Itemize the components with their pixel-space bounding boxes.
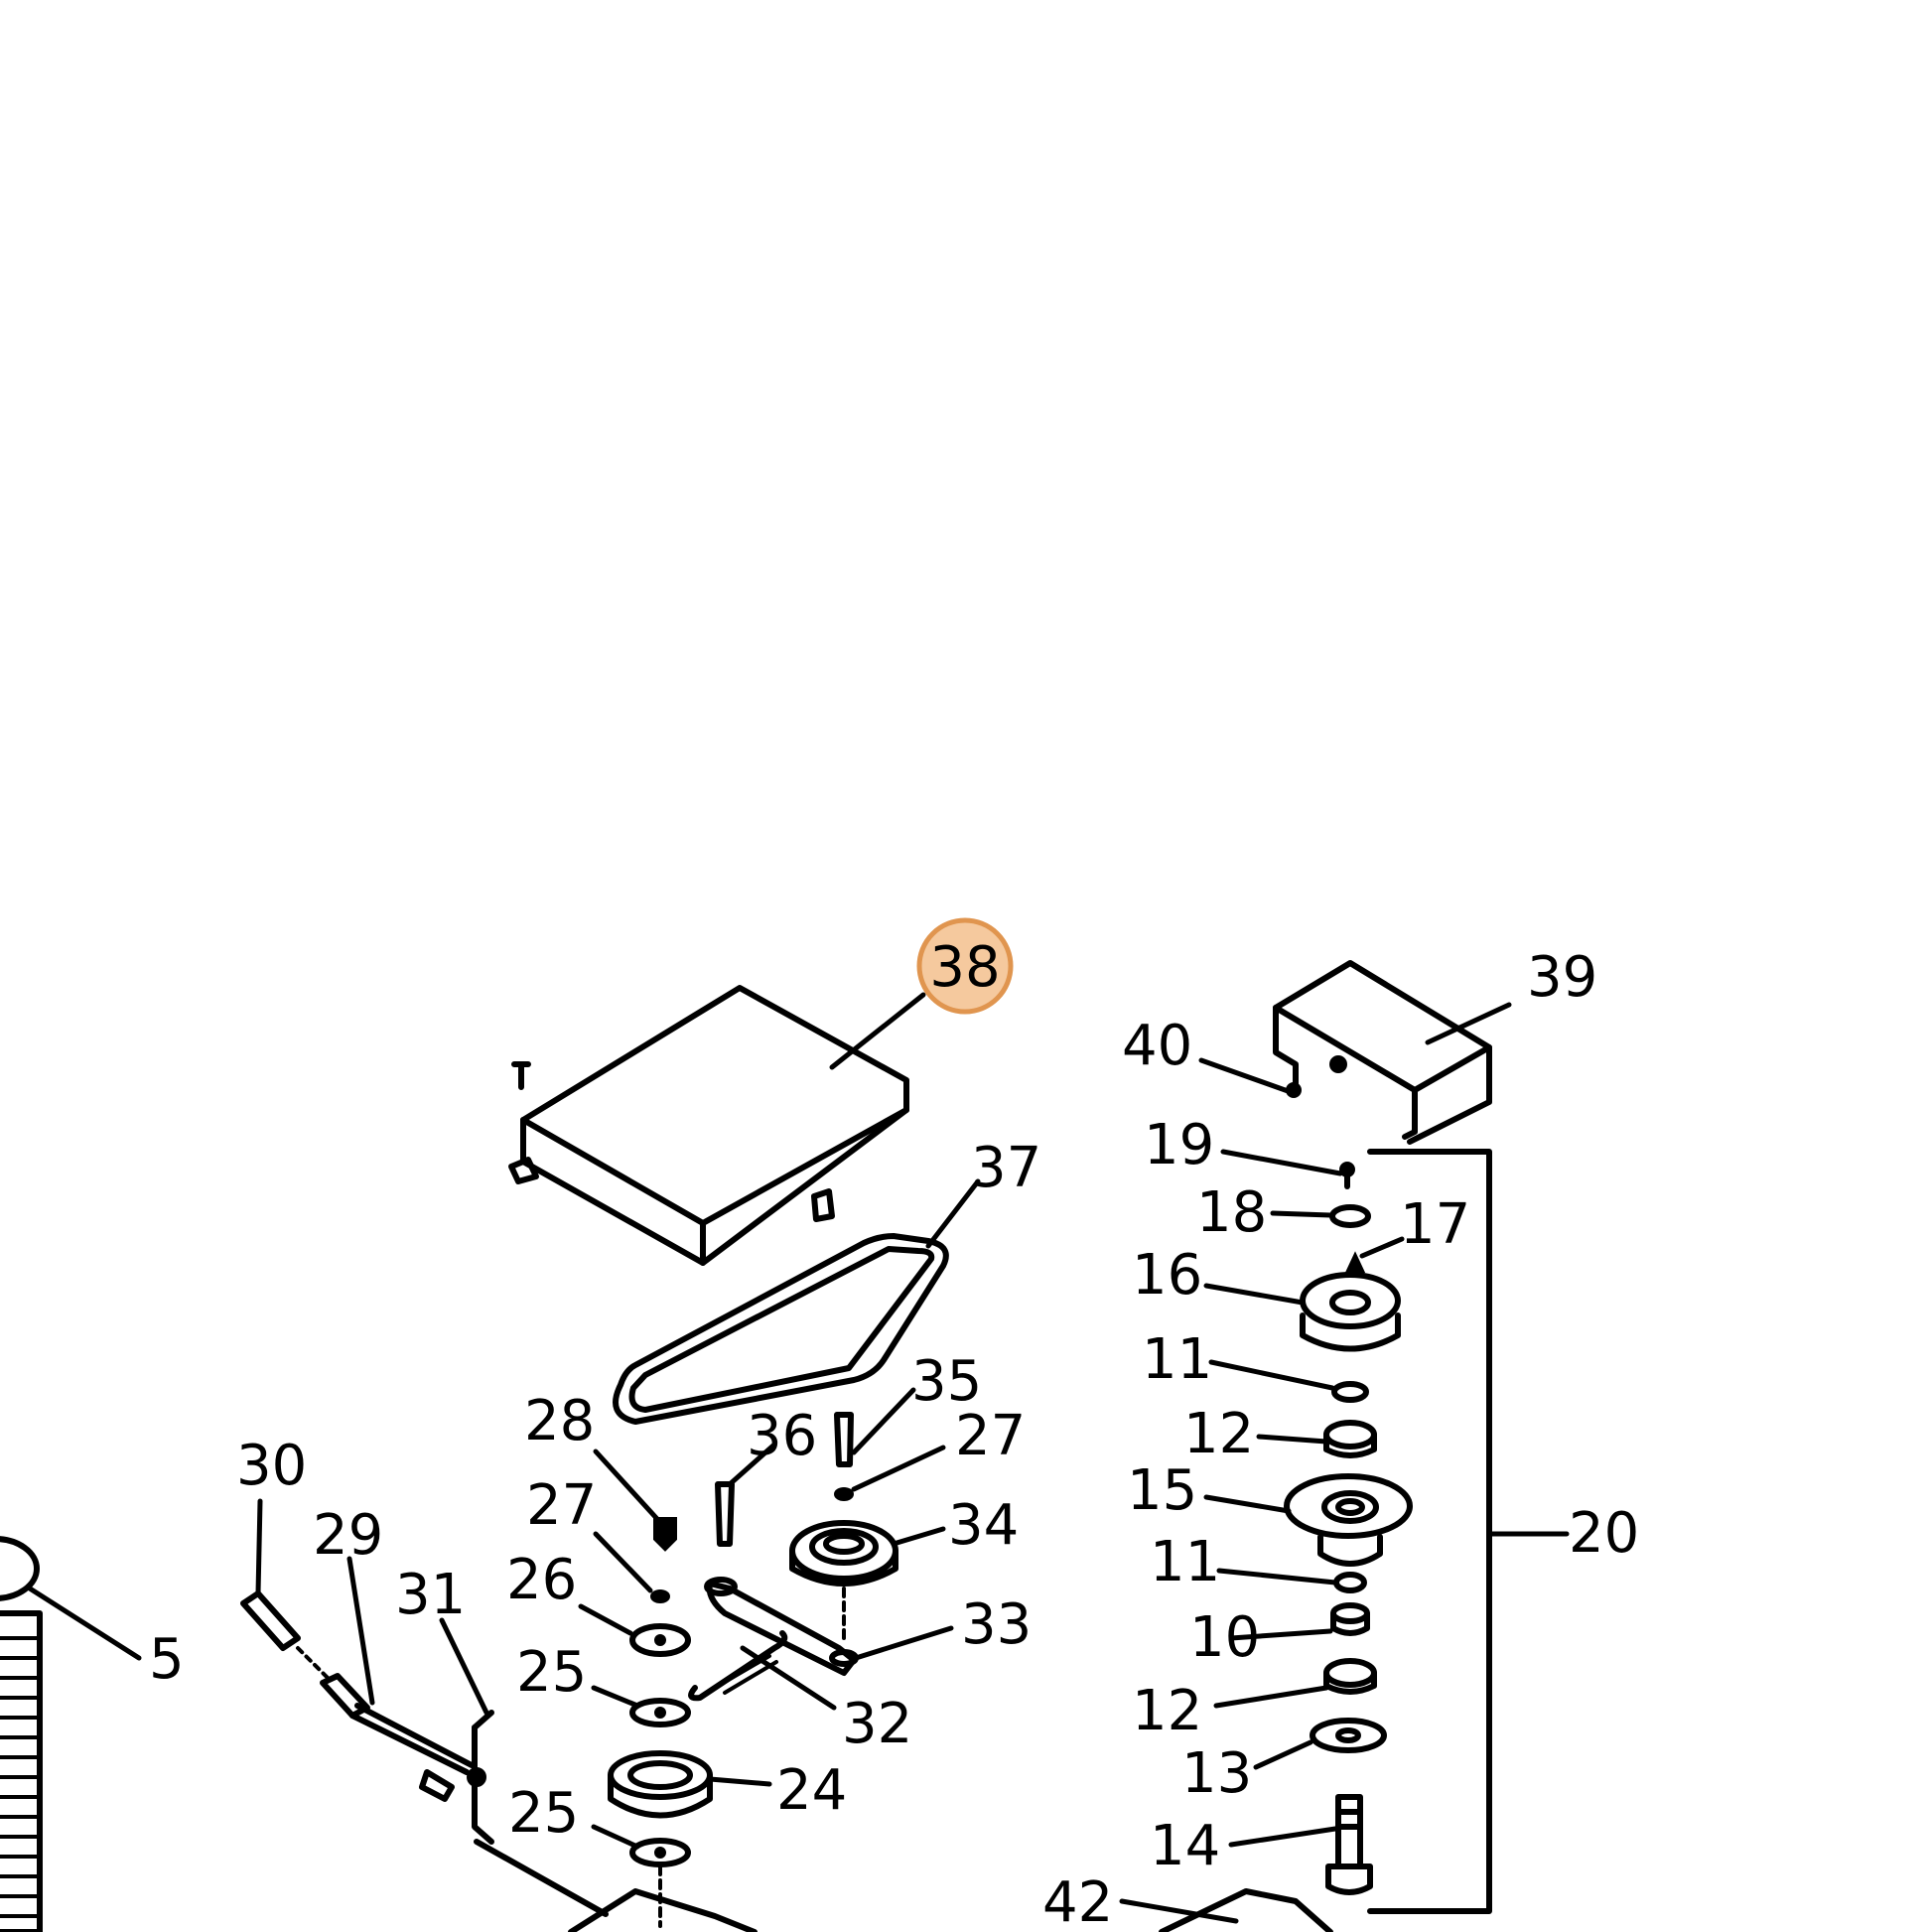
- callout-5: 5: [149, 1627, 185, 1692]
- callout-20: 20: [1569, 1501, 1639, 1566]
- callout-11b: 11: [1150, 1530, 1220, 1594]
- lever-assembly: [240, 1590, 494, 1845]
- callout-37: 37: [971, 1136, 1041, 1200]
- callout-31: 31: [395, 1563, 466, 1627]
- callout-25b: 25: [508, 1781, 579, 1846]
- callout-27a: 27: [526, 1473, 597, 1538]
- callout-27b: 27: [955, 1404, 1026, 1468]
- callout-24: 24: [776, 1758, 847, 1823]
- base-partial: [474, 1839, 1333, 1932]
- callout-25a: 25: [516, 1640, 587, 1705]
- callout-14: 14: [1150, 1814, 1220, 1878]
- callout-42: 42: [1042, 1870, 1113, 1932]
- callout-17: 17: [1400, 1192, 1470, 1257]
- callout-12b: 12: [1132, 1679, 1202, 1743]
- part-37-belt: [613, 1233, 949, 1425]
- callout-40: 40: [1122, 1014, 1192, 1078]
- callout-19: 19: [1144, 1113, 1214, 1177]
- callout-18: 18: [1196, 1180, 1267, 1245]
- leader-lines: [27, 992, 1512, 1924]
- callout-29: 29: [313, 1503, 383, 1568]
- callout-39: 39: [1527, 945, 1597, 1010]
- callout-12a: 12: [1183, 1402, 1254, 1466]
- center-stack: [608, 1412, 898, 1928]
- callout-11a: 11: [1142, 1327, 1212, 1392]
- callout-33: 33: [961, 1592, 1032, 1657]
- part-5-column: [0, 1536, 43, 1932]
- callout-15: 15: [1127, 1458, 1197, 1523]
- callout-34: 34: [948, 1493, 1019, 1558]
- part-39-bracket: [1273, 960, 1492, 1145]
- highlight-circle-38: [916, 917, 1014, 1015]
- callout-16: 16: [1132, 1243, 1202, 1308]
- part-38-cover: [508, 985, 909, 1266]
- callout-26: 26: [506, 1548, 577, 1612]
- right-stack: [1284, 1162, 1413, 1895]
- callout-13: 13: [1181, 1741, 1252, 1806]
- callout-10: 10: [1189, 1605, 1260, 1670]
- callout-30: 30: [236, 1434, 307, 1498]
- callout-35: 35: [911, 1349, 982, 1414]
- callout-28: 28: [524, 1389, 595, 1453]
- callout-32: 32: [842, 1692, 912, 1756]
- callout-38-highlighted: 38: [929, 935, 1000, 1000]
- callout-36: 36: [747, 1404, 817, 1468]
